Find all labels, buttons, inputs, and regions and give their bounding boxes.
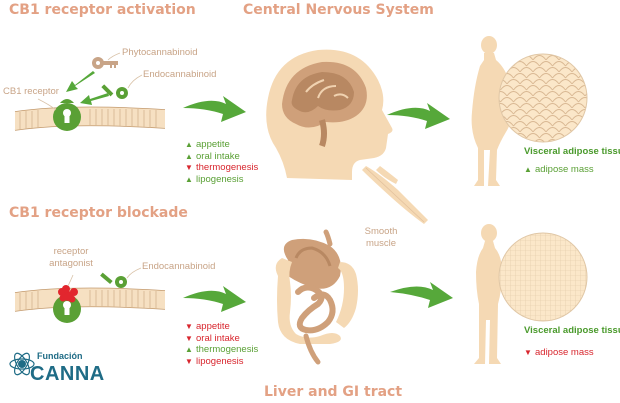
phytocannabinoid-key-icon xyxy=(92,57,118,69)
label-cb1-receptor: CB1 receptor xyxy=(3,86,59,97)
tissue-title-bottom: Visceral adipose tissue xyxy=(524,325,620,336)
label-endocannabinoid-bottom: Endocannabinoid xyxy=(142,261,216,272)
endocannabinoid-key-icon-bottom xyxy=(100,272,127,288)
up-arrow-icon: ▲ xyxy=(185,140,193,149)
adipose-mass-text: adipose mass xyxy=(535,164,594,175)
smooth-muscle-illustration xyxy=(362,166,428,224)
title-central-nervous-system: Central Nervous System xyxy=(243,2,434,18)
gi-tract-illustration xyxy=(275,229,358,365)
head-brain-illustration xyxy=(266,49,393,180)
effect-item: ▲appetite xyxy=(185,139,258,151)
up-arrow-icon: ▲ xyxy=(524,165,532,174)
up-arrow-icon: ▲ xyxy=(185,151,193,161)
membrane-top xyxy=(14,106,166,131)
logo-line1: Fundación xyxy=(37,351,83,361)
effect-item: ▲oral intake xyxy=(185,151,258,163)
receptor-antagonist-icon xyxy=(58,285,78,303)
effect-item: ▲thermogenesis xyxy=(185,344,258,356)
effects-list-activation: ▲appetite▲oral intake▼thermogenesis▲lipo… xyxy=(185,139,258,185)
endocannabinoid-key-icon-top xyxy=(101,84,128,99)
title-cb1-blockade: CB1 receptor blockade xyxy=(9,205,188,221)
label-endocannabinoid-top: Endocannabinoid xyxy=(143,69,217,80)
body-slim-illustration xyxy=(474,224,502,364)
label-phytocannabinoid: Phytocannabinoid xyxy=(122,47,198,58)
down-arrow-icon: ▼ xyxy=(185,163,193,173)
flow-arrow-icon-4 xyxy=(390,282,453,308)
effect-item: ▼appetite xyxy=(185,321,258,333)
fundacion-canna-logo-icon xyxy=(9,352,35,376)
down-arrow-icon: ▼ xyxy=(185,333,193,343)
effect-label: appetite xyxy=(196,321,230,332)
effect-item: ▼oral intake xyxy=(185,333,258,345)
adipose-mass-bottom: ▼ adipose mass xyxy=(524,347,594,358)
cb1-receptor-blocked-icon xyxy=(53,295,81,323)
effect-label: appetite xyxy=(196,139,230,150)
effect-item: ▲lipogenesis xyxy=(185,174,258,186)
down-arrow-icon: ▼ xyxy=(524,348,532,357)
adipose-tissue-circle-top xyxy=(498,53,588,143)
label-smooth-muscle: Smooth muscle xyxy=(364,226,398,249)
effect-label: oral intake xyxy=(196,150,240,162)
effect-label: oral intake xyxy=(196,332,240,344)
title-cb1-activation: CB1 receptor activation xyxy=(9,2,196,18)
flow-arrow-icon-2 xyxy=(183,286,246,312)
cb1-receptor-icon xyxy=(53,99,81,131)
effects-list-blockade: ▼appetite▼oral intake▲thermogenesis▼lipo… xyxy=(185,321,258,367)
effect-label: lipogenesis xyxy=(196,173,244,185)
adipose-mass-top: ▲ adipose mass xyxy=(524,164,594,175)
down-arrow-icon: ▼ xyxy=(185,356,193,366)
effect-label: thermogenesis xyxy=(196,344,259,356)
membrane-bottom xyxy=(14,287,166,312)
up-arrow-icon: ▲ xyxy=(185,345,193,355)
flow-arrow-icon-1 xyxy=(183,96,246,122)
flow-arrow-icon-3 xyxy=(387,103,450,129)
title-liver-gi-tract: Liver and GI tract xyxy=(264,384,403,400)
effect-label: thermogenesis xyxy=(196,162,259,174)
down-arrow-icon: ▼ xyxy=(185,322,193,331)
adipose-tissue-circle-bottom xyxy=(498,232,588,322)
logo-line2: CANNA xyxy=(30,363,105,385)
effect-label: lipogenesis xyxy=(196,355,244,367)
effect-item: ▼lipogenesis xyxy=(185,356,258,368)
up-arrow-icon: ▲ xyxy=(185,174,193,184)
tissue-title-top: Visceral adipose tissue xyxy=(524,146,620,157)
effect-item: ▼thermogenesis xyxy=(185,162,258,174)
adipose-mass-text: adipose mass xyxy=(535,347,594,358)
binding-arrows-icon xyxy=(66,71,109,105)
label-receptor-antagonist: receptor antagonist xyxy=(49,246,93,269)
